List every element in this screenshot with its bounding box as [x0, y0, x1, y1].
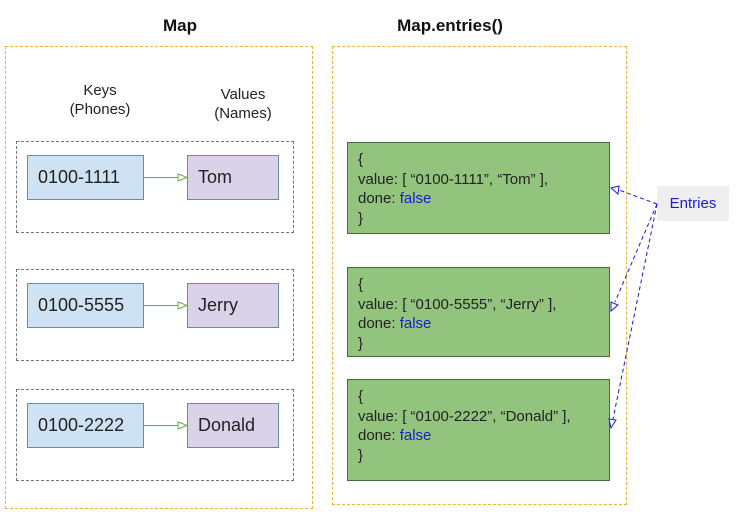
entry-done-prefix: done: — [358, 427, 400, 444]
entry-object-box: { value: [ “0100-2222”, “Donald” ], done… — [347, 379, 610, 481]
map-value-box: Donald — [187, 403, 279, 448]
entry-object-box: { value: [ “0100-1111”, “Tom” ], done: f… — [347, 142, 610, 234]
map-key-box: 0100-2222 — [27, 403, 144, 448]
entry-done-value: false — [399, 315, 432, 332]
keys-header: Keys (Phones) — [55, 81, 145, 119]
entry-done-prefix: done: — [358, 190, 400, 207]
keys-header-line2: (Phones) — [69, 101, 131, 118]
map-entry-group — [16, 269, 294, 361]
entry-done-line: done: false — [358, 189, 609, 209]
entries-pointer — [612, 203, 658, 420]
map-key-box: 0100-1111 — [27, 155, 144, 200]
keys-header-line1: Keys — [83, 82, 117, 99]
entries-pointer — [614, 203, 658, 303]
entry-done-line: done: false — [358, 314, 609, 334]
map-entry-group — [16, 389, 294, 481]
entry-close-brace: } — [358, 334, 364, 352]
values-header-line2: (Names) — [214, 105, 272, 122]
entries-callout-label: Entries — [657, 186, 729, 221]
entries-pointer-head — [609, 185, 620, 195]
map-entry-group — [16, 141, 294, 233]
map-value-box: Jerry — [187, 283, 279, 328]
entry-done-value: false — [399, 427, 432, 444]
entry-open-brace: { — [358, 151, 364, 168]
entry-done-line: done: false — [358, 426, 609, 446]
map-panel — [5, 46, 313, 509]
map-title: Map — [163, 16, 197, 35]
key-value-pointer — [144, 301, 189, 310]
entry-value-line: value: [ “0100-5555”, “Jerry” ], — [358, 295, 557, 313]
entries-pointer-head — [610, 301, 619, 313]
key-value-pointer — [144, 173, 189, 182]
entry-open-brace: { — [358, 388, 364, 405]
entry-value-line: value: [ “0100-1111”, “Tom” ], — [358, 170, 549, 188]
entries-pointer — [618, 189, 658, 205]
entry-value-line: value: [ “0100-2222”, “Donald” ], — [358, 407, 571, 425]
entry-close-brace: } — [358, 446, 364, 464]
entries-pointer-head — [608, 418, 617, 430]
entries-title: Map.entries() — [397, 16, 503, 35]
entry-object-box: { value: [ “0100-5555”, “Jerry” ], done:… — [347, 267, 610, 357]
values-header: Values (Names) — [198, 85, 288, 123]
map-key-box: 0100-5555 — [27, 283, 144, 328]
entry-close-brace: } — [358, 209, 364, 227]
values-header-line1: Values — [220, 86, 266, 103]
entry-done-prefix: done: — [358, 315, 400, 332]
entry-done-value: false — [399, 190, 432, 207]
entry-open-brace: { — [358, 276, 364, 293]
key-value-pointer — [144, 421, 189, 430]
